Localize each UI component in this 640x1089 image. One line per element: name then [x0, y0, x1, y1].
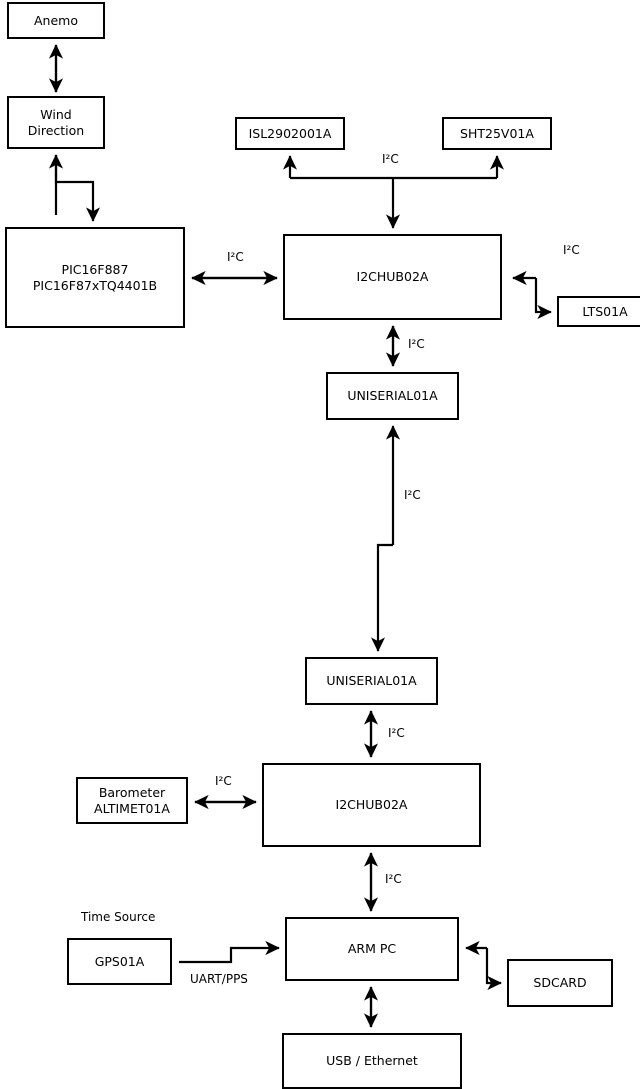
node-arm-pc-label: ARM PC	[347, 941, 397, 957]
node-pic-microcontroller-label: PIC16F887 PIC16F87xTQ4401B	[32, 261, 158, 293]
node-uniserial01a-upper[interactable]: UNISERIAL01A	[326, 372, 459, 420]
node-i2chub02a-bottom-label: I2CHUB02A	[335, 797, 408, 813]
node-i2chub02a-bottom[interactable]: I2CHUB02A	[262, 763, 481, 847]
node-barometer-altimet01a-label: Barometer ALTIMET01A	[94, 784, 170, 816]
node-usb-ethernet-label: USB / Ethernet	[326, 1053, 418, 1069]
node-lts01a-label: LTS01A	[582, 303, 628, 319]
edge-label-i2c-barometer: I²C	[215, 774, 232, 788]
edge-label-i2c-hub-uniserial: I²C	[408, 337, 425, 351]
node-uniserial01a-lower-label: UNISERIAL01A	[326, 673, 417, 689]
edge-label-i2c-uniserial-hub2: I²C	[388, 726, 405, 740]
edge-label-i2c-lts: I²C	[563, 243, 580, 257]
node-uniserial01a-lower[interactable]: UNISERIAL01A	[305, 657, 438, 705]
node-sdcard[interactable]: SDCARD	[507, 959, 613, 1007]
node-anemo-label: Anemo	[34, 12, 78, 28]
node-sht25v01a-label: SHT25V01A	[460, 125, 534, 141]
node-wind-direction-label: Wind Direction	[27, 106, 85, 138]
node-arm-pc[interactable]: ARM PC	[285, 917, 459, 981]
node-sdcard-label: SDCARD	[533, 975, 587, 991]
node-isl2902001a[interactable]: ISL2902001A	[235, 117, 345, 150]
edge-arm-sdcard-out	[485, 948, 502, 991]
node-pic-microcontroller[interactable]: PIC16F887 PIC16F87xTQ4401B	[5, 227, 185, 328]
edge-label-i2c-sensor-bus: I²C	[382, 152, 399, 166]
edge-label-i2c-uniserial-link: I²C	[404, 488, 421, 502]
edge-hub1-lts-out	[534, 278, 552, 320]
node-barometer-altimet01a[interactable]: Barometer ALTIMET01A	[76, 777, 188, 824]
node-i2chub02a-top-label: I2CHUB02A	[356, 269, 429, 285]
edge-wind-pic-down	[54, 155, 101, 222]
node-wind-direction[interactable]: Wind Direction	[7, 96, 105, 149]
edge-uni1-uni2-down	[370, 543, 393, 652]
edge-label-uart-pps: UART/PPS	[190, 972, 248, 986]
node-i2chub02a-top[interactable]: I2CHUB02A	[283, 234, 502, 320]
node-lts01a[interactable]: LTS01A	[557, 296, 640, 327]
node-anemo[interactable]: Anemo	[7, 2, 105, 39]
node-isl2902001a-label: ISL2902001A	[248, 125, 332, 141]
label-time-source: Time Source	[81, 910, 156, 924]
node-usb-ethernet[interactable]: USB / Ethernet	[282, 1033, 462, 1089]
edge-label-i2c-hub2-armpc: I²C	[385, 872, 402, 886]
node-gps01a[interactable]: GPS01A	[67, 938, 172, 985]
edge-gps-arm	[179, 940, 280, 964]
edge-label-i2c-pic-hub: I²C	[227, 250, 244, 264]
node-sht25v01a[interactable]: SHT25V01A	[442, 117, 552, 150]
node-gps01a-label: GPS01A	[94, 953, 145, 969]
node-uniserial01a-upper-label: UNISERIAL01A	[347, 388, 438, 404]
